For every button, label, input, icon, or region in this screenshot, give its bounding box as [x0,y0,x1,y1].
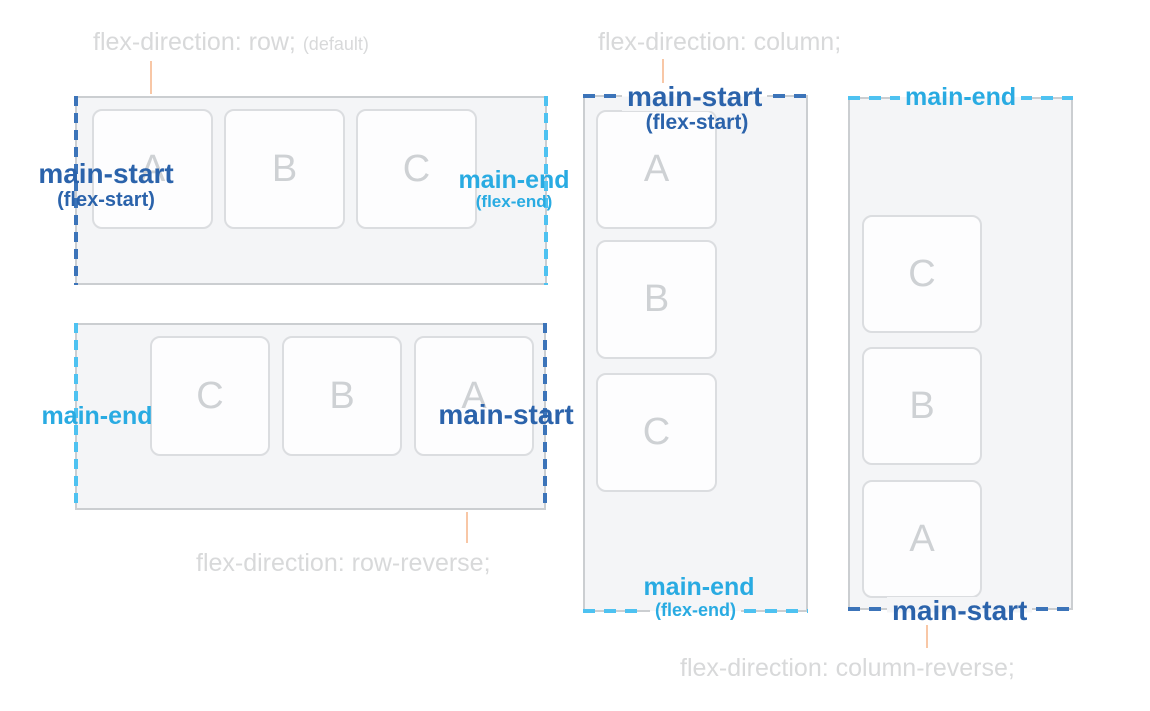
flex-item: B [224,109,345,229]
title-flex-direction-row-reverse: flex-direction: row-reverse; [196,551,491,576]
title-row-default-suffix: (default) [302,34,369,54]
main-end-label: main-end [643,573,755,601]
title-column-text: flex-direction: column; [598,28,842,56]
main-start-dashed-edge [1036,607,1073,611]
flex-start-sublabel: (flex-start) [57,189,155,211]
flex-item-letter: C [908,252,936,295]
flex-item: C [862,215,982,333]
flex-item-letter: B [643,278,670,320]
main-start-label: main-start [438,399,574,430]
flex-item-letter: B [909,384,935,427]
flex-item-letter: A [139,147,166,190]
flex-item-letter: A [461,374,487,417]
main-end-dashed-edge [74,323,78,510]
flex-end-sublabel: (flex-end) [475,192,553,211]
flex-item-letter: C [196,374,224,417]
main-end-dashed-edge [744,609,808,613]
flex-item-letter: B [271,147,298,190]
main-end-dashed-edge [848,96,902,100]
flex-item: C [150,336,270,456]
main-end-dashed-edge [1020,96,1073,100]
title-flex-direction-row: flex-direction: row; (default) [93,30,369,55]
flex-item-letter: B [329,374,355,417]
main-end-label: main-end [458,166,570,194]
flex-item: A [414,336,534,456]
main-start-dashed-edge [74,96,78,285]
flex-item-letter: A [909,517,935,560]
connector-line-row [150,61,152,94]
title-flex-direction-column-reverse: flex-direction: column-reverse; [680,656,1015,681]
main-end-dashed-edge [583,609,646,613]
connector-line-column [662,59,664,85]
flex-item-letter: A [643,148,670,190]
flex-item-letter: C [402,147,431,190]
flex-start-sublabel: (flex-start) [645,111,749,134]
main-start-dashed-edge [848,607,886,611]
flex-item: C [356,109,477,229]
flex-container-column: A B C [583,94,808,613]
flex-end-sublabel: (flex-end) [650,601,741,619]
flex-item: B [282,336,402,456]
main-start-label: main-start [38,158,174,189]
main-end-label: main-end [900,85,1022,110]
main-start-dashed-edge [773,94,808,98]
flex-item-letter: C [642,411,671,453]
main-start-label: main-start [887,597,1033,625]
main-start-dashed-edge [583,94,622,98]
flex-container-row: A B C [74,96,548,285]
main-start-label: main-start [622,83,768,111]
flex-container-column-reverse: C B A [848,96,1073,611]
flex-item: B [862,347,982,465]
title-row-text: flex-direction: row; [93,28,296,56]
flex-container-row-reverse: C B A [74,323,547,510]
title-column-reverse-text: flex-direction: column-reverse; [680,654,1015,682]
main-start-dashed-edge [543,323,547,510]
flex-item: A [92,109,213,229]
title-flex-direction-column: flex-direction: column; [598,30,841,55]
connector-line-column-reverse [926,621,928,648]
flex-item: B [596,240,717,359]
connector-line-row-reverse [466,512,468,543]
main-end-dashed-edge [544,96,548,285]
main-end-label: main-end [41,402,153,430]
flex-item: A [596,110,717,229]
flex-item: C [596,373,717,492]
flex-item: A [862,480,982,598]
title-row-reverse-text: flex-direction: row-reverse; [196,549,491,577]
